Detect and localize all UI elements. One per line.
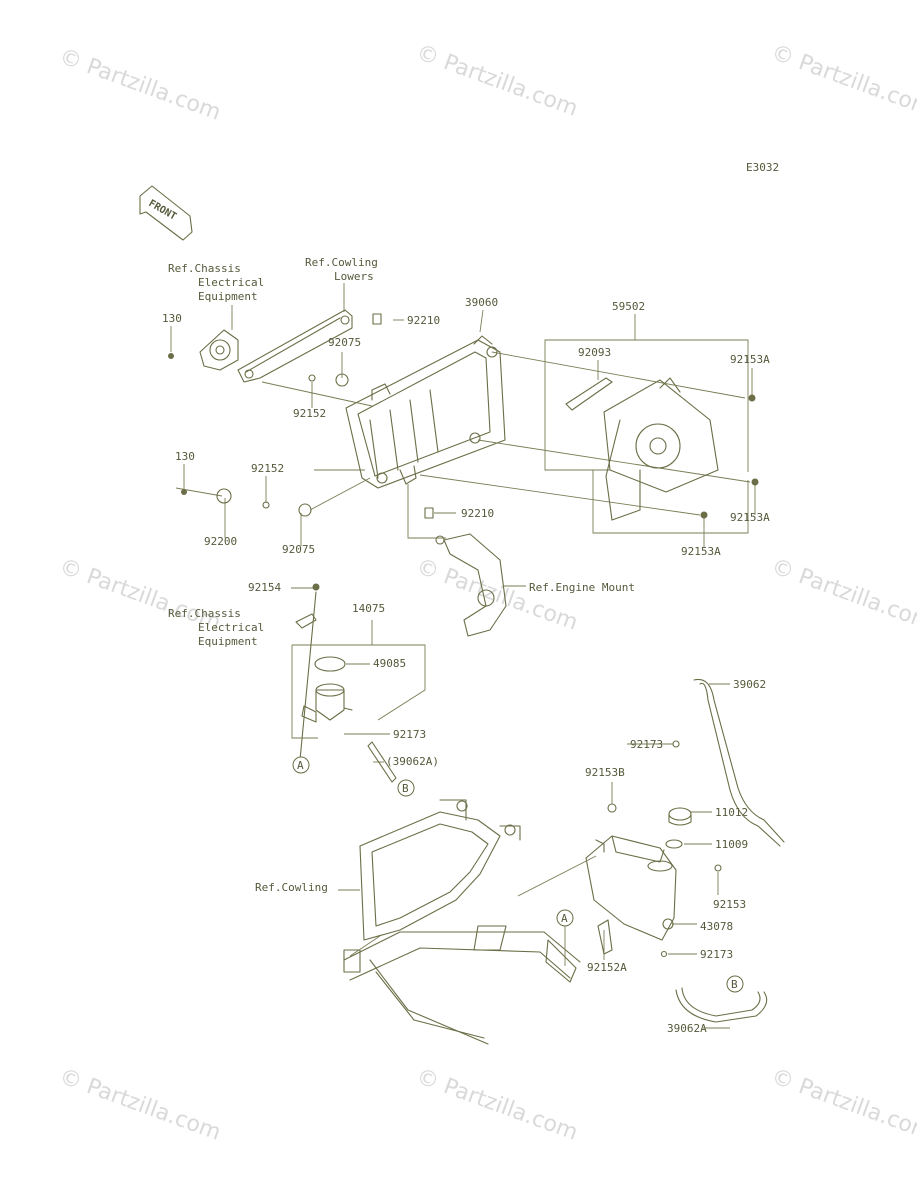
part-92152-mid: 92152 <box>251 462 284 475</box>
fan-bracket-92093 <box>565 377 613 411</box>
part-11012: 11012 <box>715 806 748 819</box>
part-39062: 39062 <box>733 678 766 691</box>
part-labels: 130 92210 39060 59502 92093 92153A 92075… <box>162 296 770 1035</box>
watermark-9: © Partzilla.com <box>768 1064 917 1146</box>
svg-text:A: A <box>561 912 568 925</box>
part-92152-top: 92152 <box>293 407 326 420</box>
svg-text:B: B <box>402 782 409 795</box>
ref-chassis-1: Ref.Chassis Electrical Equipment <box>168 262 264 303</box>
reservoir-cap <box>665 807 692 849</box>
hose-39062A <box>675 987 768 1023</box>
part-92210-mid: 92210 <box>461 507 494 520</box>
watermark-2: © Partzilla.com <box>413 40 581 122</box>
overflow-hose-segment <box>299 591 397 783</box>
front-arrow-label: FRONT <box>147 198 179 223</box>
hose-clamp <box>295 613 317 629</box>
watermark-7: © Partzilla.com <box>56 1064 224 1146</box>
reservoir-tank <box>585 835 677 941</box>
svg-text:Equipment: Equipment <box>198 290 258 303</box>
svg-text:Ref.Cowling: Ref.Cowling <box>305 256 378 269</box>
svg-text:Lowers: Lowers <box>334 270 374 283</box>
watermark-6: © Partzilla.com <box>768 554 917 636</box>
diagram-code: E3032 <box>746 161 779 174</box>
part-92075-top: 92075 <box>328 336 361 349</box>
fasteners <box>168 313 759 958</box>
horn <box>199 329 239 371</box>
connector-a-left: A <box>292 756 310 774</box>
svg-text:Electrical: Electrical <box>198 276 264 289</box>
svg-text:Electrical: Electrical <box>198 621 264 634</box>
radiator-links <box>261 351 751 539</box>
ref-cowling: Ref.Cowling <box>255 881 328 894</box>
watermarks: © Partzilla.com © Partzilla.com © Partzi… <box>56 40 917 1146</box>
part-14075: 14075 <box>352 602 385 615</box>
connector-a-right: A <box>556 909 574 966</box>
part-59502: 59502 <box>612 300 645 313</box>
engine-mount-bracket <box>435 533 507 637</box>
filler-neck <box>301 656 353 723</box>
leader-lines <box>170 283 756 1029</box>
part-43078: 43078 <box>700 920 733 933</box>
part-92093: 92093 <box>578 346 611 359</box>
watermark-3: © Partzilla.com <box>768 40 917 122</box>
part-39062A-ref: (39062A) <box>386 755 439 768</box>
part-92154: 92154 <box>248 581 281 594</box>
fan-shroud <box>603 377 719 521</box>
part-92173-right: 92173 <box>630 738 663 751</box>
part-130-top: 130 <box>162 312 182 325</box>
part-39060: 39060 <box>465 296 498 309</box>
svg-text:Ref.Chassis: Ref.Chassis <box>168 262 241 275</box>
connector-b-right: B <box>726 975 744 993</box>
front-arrow-icon: FRONT <box>139 185 193 241</box>
watermark-8: © Partzilla.com <box>413 1064 581 1146</box>
svg-text:Equipment: Equipment <box>198 635 258 648</box>
ref-chassis-2: Ref.Chassis Electrical Equipment <box>168 607 264 648</box>
watermark-5: © Partzilla.com <box>413 554 581 636</box>
part-92153A-1: 92153A <box>730 353 770 366</box>
svg-text:Ref.Chassis: Ref.Chassis <box>168 607 241 620</box>
part-92152A: 92152A <box>587 961 627 974</box>
radiator <box>345 335 506 489</box>
part-49085: 49085 <box>373 657 406 670</box>
part-92153: 92153 <box>713 898 746 911</box>
part-130-mid: 130 <box>175 450 195 463</box>
group-brackets <box>291 314 749 739</box>
watermark-1: © Partzilla.com <box>56 44 224 126</box>
part-92153B: 92153B <box>585 766 625 779</box>
part-11009: 11009 <box>715 838 748 851</box>
part-92075-mid: 92075 <box>282 543 315 556</box>
part-92200: 92200 <box>204 535 237 548</box>
ref-cowling-lowers: Ref.Cowling Lowers <box>305 256 378 283</box>
part-39062A: 39062A <box>667 1022 707 1035</box>
part-92210-top: 92210 <box>407 314 440 327</box>
hose-39062 <box>693 678 785 847</box>
part-92173-left: 92173 <box>393 728 426 741</box>
reservoir-bolt <box>597 919 613 955</box>
subframe <box>343 799 597 1045</box>
svg-text:B: B <box>731 978 738 991</box>
svg-text:A: A <box>297 759 304 772</box>
part-92153A-2: 92153A <box>730 511 770 524</box>
ref-engine-mount: Ref.Engine Mount <box>529 581 635 594</box>
cowling-bracket <box>237 309 353 383</box>
part-92153A-3: 92153A <box>681 545 721 558</box>
connector-b-left: B <box>397 779 415 797</box>
part-92173-low: 92173 <box>700 948 733 961</box>
